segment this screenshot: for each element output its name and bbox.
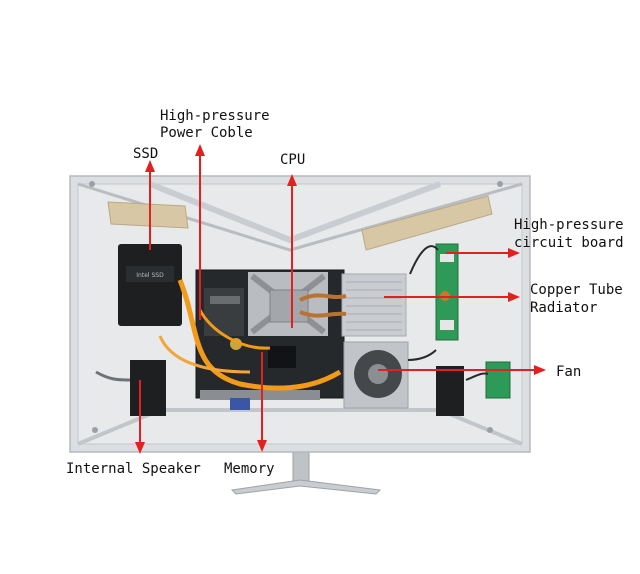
arrow-memory — [257, 352, 267, 452]
label-copper-line2: Radiator — [530, 300, 597, 316]
svg-text:Intel SSD: Intel SSD — [136, 272, 164, 279]
wire-bundles — [95, 245, 489, 382]
arrow-fan — [378, 365, 546, 375]
monitor-stand — [230, 447, 382, 495]
annotation-arrows — [135, 144, 546, 454]
arrow-hp-board — [446, 248, 520, 258]
label-cpu: CPU — [280, 152, 305, 168]
label-speaker: Internal Speaker — [66, 461, 201, 477]
label-fan: Fan — [556, 364, 581, 380]
labels: High-pressure Power Coble SSD CPU High-p… — [66, 108, 624, 477]
label-hp-board-line2: circuit board — [514, 235, 624, 251]
orange-cables — [158, 279, 342, 391]
internal-speaker-left — [130, 360, 166, 416]
arrow-copper — [384, 292, 520, 302]
label-hp-board-line1: High-pressure — [514, 217, 624, 233]
label-copper-line1: Copper Tube — [530, 282, 623, 298]
high-pressure-circuit-board — [435, 243, 459, 341]
ssd-module: Intel SSD — [118, 244, 182, 326]
arrow-hp-cable — [195, 144, 205, 320]
label-hp-cable-line1: High-pressure — [160, 108, 270, 124]
copper-tube-radiator — [299, 273, 407, 337]
internal-speaker-right — [436, 366, 464, 416]
acoustic-pad-left — [107, 201, 189, 229]
label-ssd: SSD — [133, 146, 158, 162]
label-hp-cable-line2: Power Coble — [160, 125, 253, 141]
label-memory: Memory — [224, 461, 275, 477]
arrow-speaker — [135, 380, 145, 454]
motherboard — [195, 269, 345, 410]
arrow-ssd — [145, 160, 155, 250]
arrow-cpu — [287, 174, 297, 328]
small-pcb — [485, 361, 511, 399]
cooling-fan — [343, 341, 409, 409]
acoustic-pad-right — [361, 195, 493, 251]
